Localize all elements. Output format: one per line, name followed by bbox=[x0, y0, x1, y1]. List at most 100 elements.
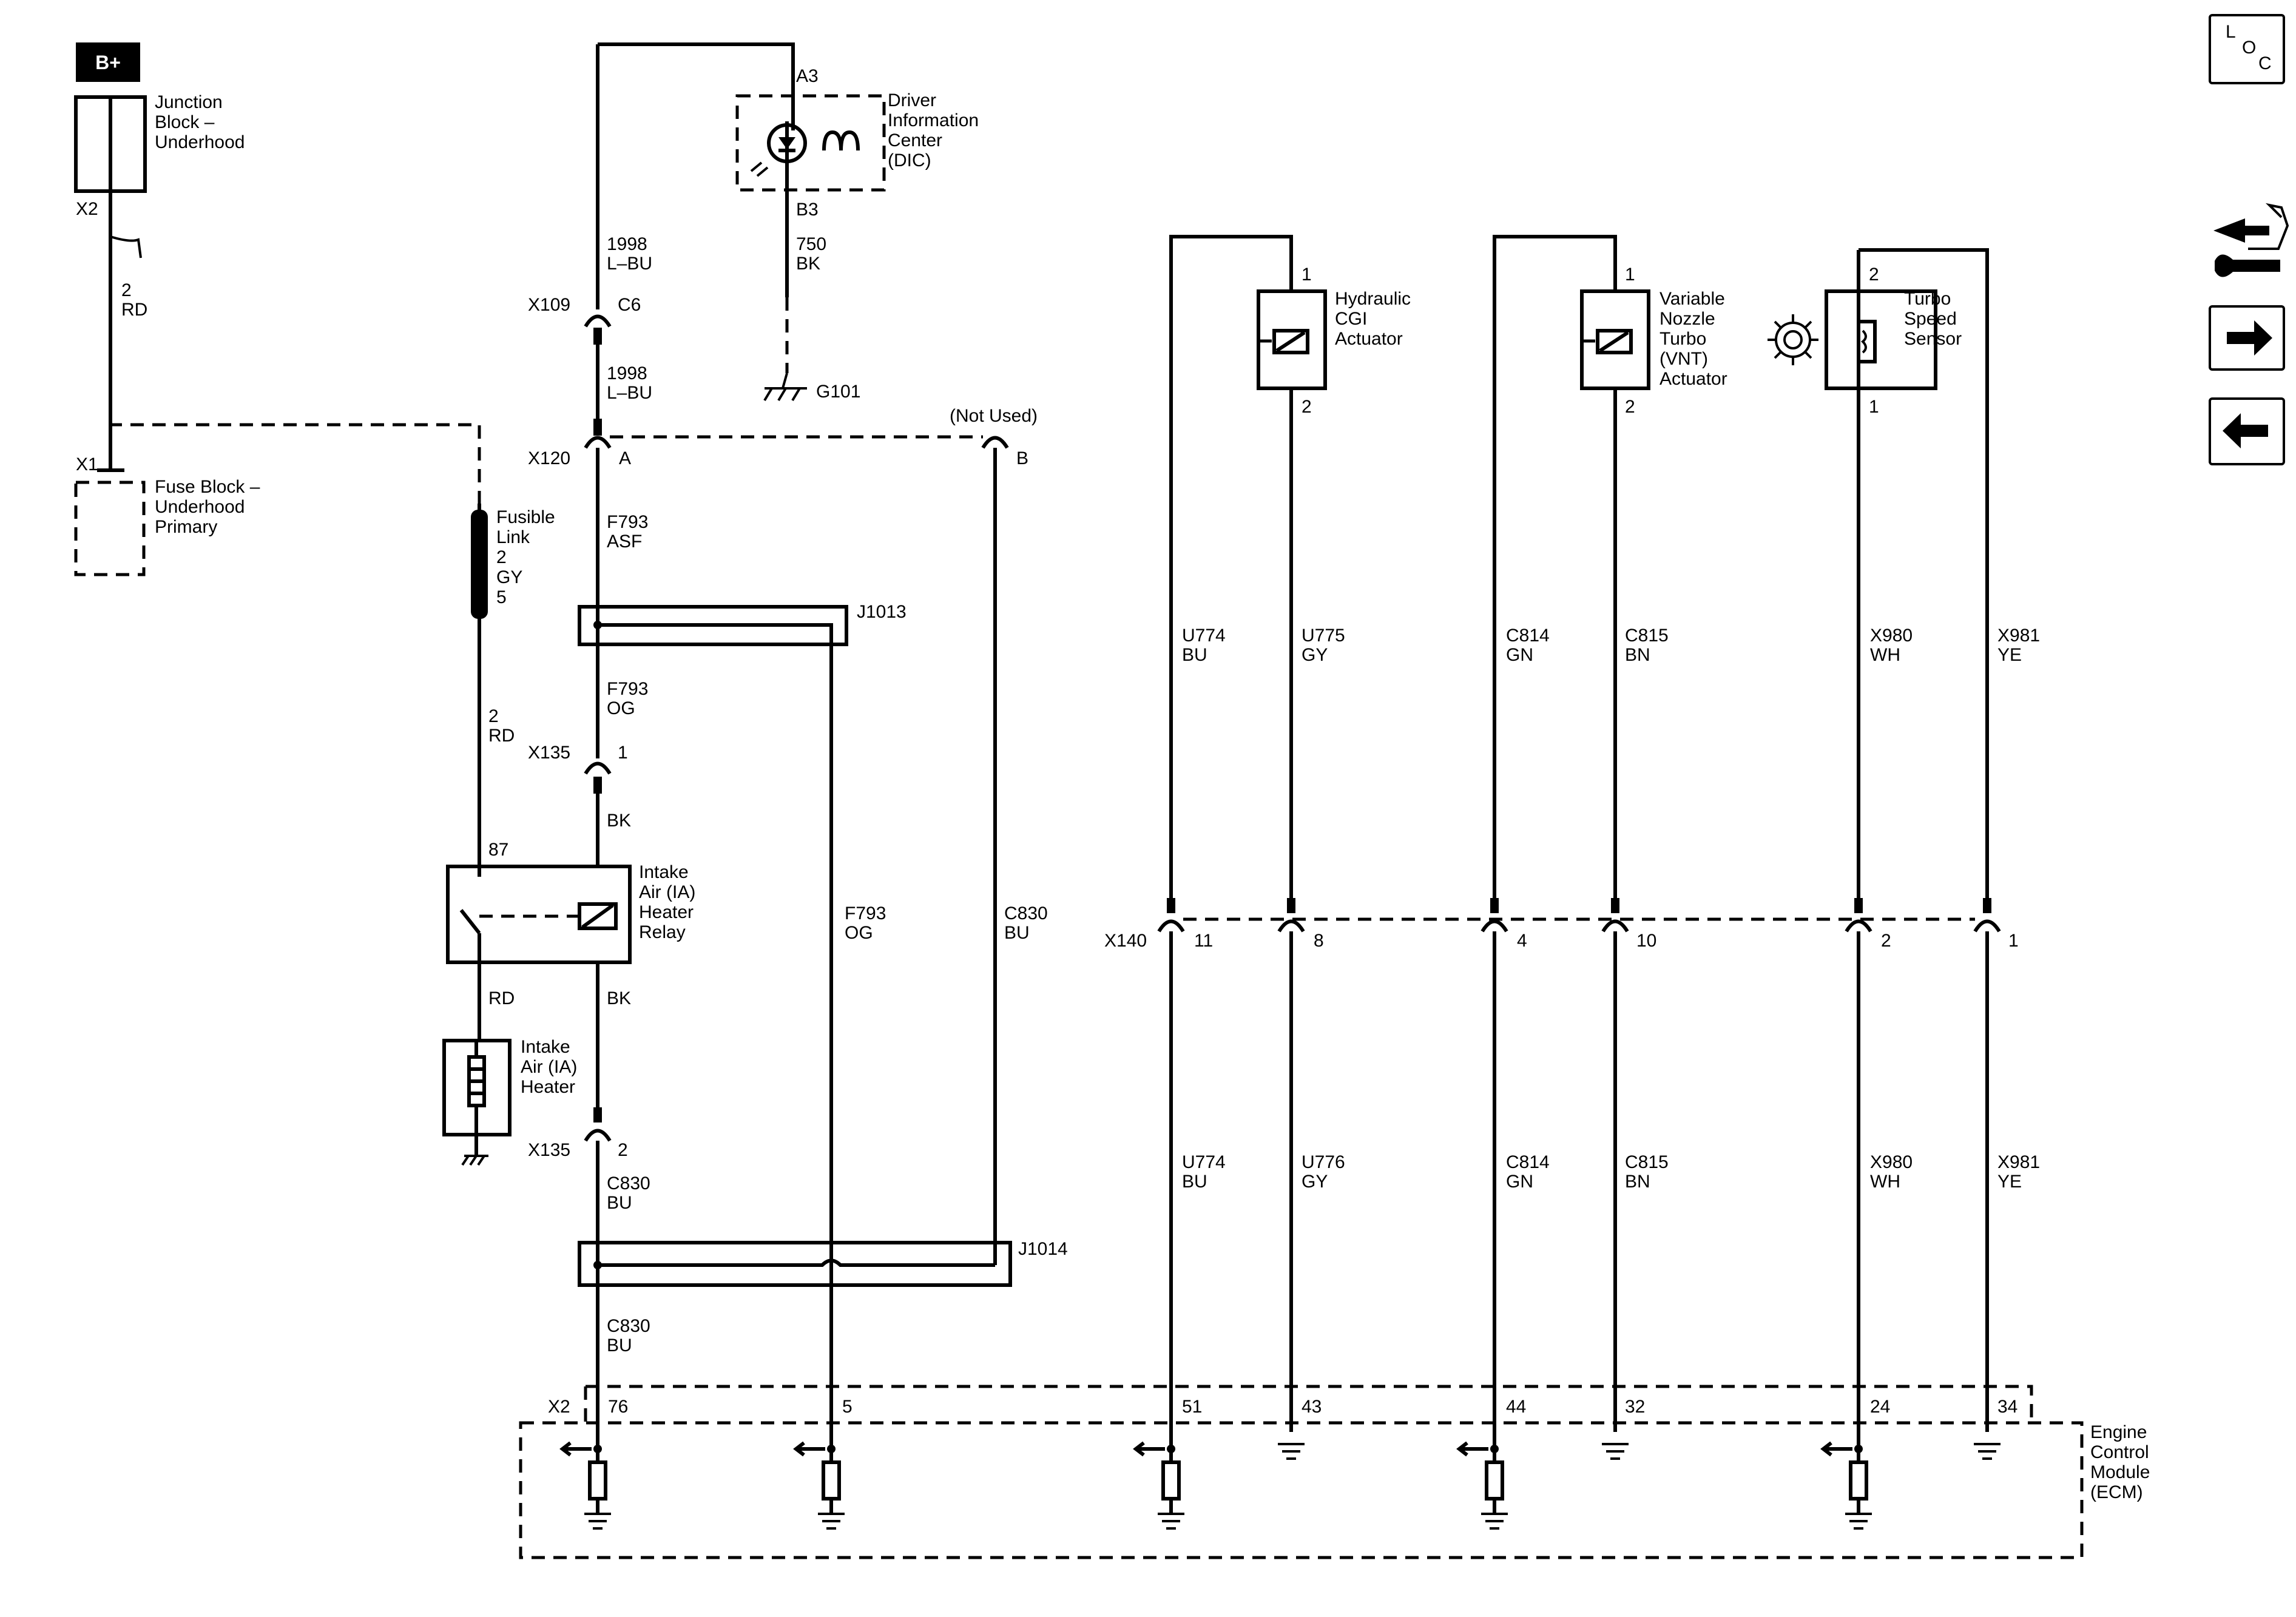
svg-text:F793: F793 bbox=[607, 679, 648, 699]
wire-x981 bbox=[1859, 248, 1989, 913]
svg-text:11: 11 bbox=[1194, 931, 1213, 951]
x120-connector bbox=[584, 436, 612, 449]
x135-1-connector bbox=[584, 761, 612, 775]
ecm-name: Engine Control Module (ECM) bbox=[2090, 1422, 2150, 1502]
svg-text:Block –: Block – bbox=[155, 112, 215, 132]
svg-text:X981: X981 bbox=[1997, 626, 2040, 646]
x140-pins: 11 8 4 10 2 1 bbox=[1194, 931, 2019, 951]
svg-text:1: 1 bbox=[618, 743, 628, 763]
svg-text:Hydraulic: Hydraulic bbox=[1335, 289, 1411, 309]
svg-text:Sensor: Sensor bbox=[1904, 329, 1962, 349]
svg-text:C830: C830 bbox=[1004, 903, 1048, 923]
svg-text:1: 1 bbox=[1302, 265, 1312, 285]
svg-text:1: 1 bbox=[1869, 397, 1879, 417]
svg-text:Link: Link bbox=[496, 527, 530, 547]
svg-text:BK: BK bbox=[796, 254, 820, 274]
j1014-splice bbox=[578, 1241, 1012, 1287]
fuse-block-connector: X1 bbox=[76, 454, 98, 474]
x135-2-label: X135 bbox=[528, 1140, 570, 1160]
svg-text:5: 5 bbox=[496, 587, 507, 607]
svg-text:C6: C6 bbox=[618, 295, 641, 315]
svg-text:1: 1 bbox=[1625, 265, 1635, 285]
svg-text:44: 44 bbox=[1506, 1397, 1526, 1417]
svg-text:U776: U776 bbox=[1302, 1152, 1345, 1172]
svg-text:BN: BN bbox=[1625, 645, 1650, 665]
svg-text:Heater: Heater bbox=[639, 902, 694, 922]
svg-text:43: 43 bbox=[1302, 1397, 1322, 1417]
hydraulic-actuator-name: Hydraulic CGI Actuator bbox=[1335, 289, 1411, 349]
gear-icon bbox=[1768, 314, 1818, 365]
svg-text:WH: WH bbox=[1870, 1172, 1900, 1192]
x140-connectors bbox=[1157, 898, 2001, 933]
svg-text:BK: BK bbox=[607, 811, 631, 831]
x135-2-connector bbox=[584, 1129, 612, 1142]
svg-text:GN: GN bbox=[1506, 1172, 1533, 1192]
svg-text:YE: YE bbox=[1997, 645, 2022, 665]
x109-connector bbox=[584, 314, 612, 328]
svg-text:GY: GY bbox=[1302, 645, 1328, 665]
svg-text:Underhood: Underhood bbox=[155, 497, 245, 517]
svg-text:BU: BU bbox=[607, 1335, 632, 1355]
arrow-left-icon bbox=[2223, 413, 2268, 448]
svg-text:O: O bbox=[2242, 38, 2256, 58]
svg-text:Relay: Relay bbox=[639, 922, 686, 942]
svg-text:Information: Information bbox=[888, 110, 979, 130]
svg-text:Heater: Heater bbox=[521, 1077, 575, 1097]
ecm-ground-symbols bbox=[1278, 1443, 2001, 1460]
loc-button[interactable]: L O C bbox=[2209, 14, 2285, 84]
x120-label: X120 bbox=[528, 448, 570, 468]
svg-text:C: C bbox=[2258, 53, 2272, 73]
svg-text:F793: F793 bbox=[607, 512, 648, 532]
svg-text:Air (IA): Air (IA) bbox=[639, 882, 695, 902]
j1013-label: J1013 bbox=[857, 602, 907, 622]
svg-text:C815: C815 bbox=[1625, 1152, 1669, 1172]
svg-text:5: 5 bbox=[842, 1397, 853, 1417]
previous-page-button[interactable] bbox=[2209, 397, 2285, 465]
fuse-block bbox=[74, 481, 146, 576]
svg-text:1998: 1998 bbox=[607, 363, 647, 383]
ground-g101-label: G101 bbox=[816, 382, 860, 402]
dic-lamp-icon bbox=[822, 130, 860, 151]
svg-text:1998: 1998 bbox=[607, 234, 647, 254]
svg-text:Actuator: Actuator bbox=[1660, 369, 1727, 389]
battery-box bbox=[76, 42, 140, 82]
svg-text:Center: Center bbox=[888, 130, 942, 150]
arrow-right-icon bbox=[2227, 320, 2272, 356]
svg-text:OG: OG bbox=[607, 698, 635, 718]
svg-text:GY: GY bbox=[496, 567, 522, 587]
svg-text:BN: BN bbox=[1625, 1172, 1650, 1192]
svg-text:2: 2 bbox=[121, 280, 132, 300]
svg-text:51: 51 bbox=[1182, 1397, 1202, 1417]
fuse-block-name: Fuse Block – Underhood Primary bbox=[155, 477, 260, 537]
svg-text:Intake: Intake bbox=[639, 862, 689, 882]
svg-text:Nozzle: Nozzle bbox=[1660, 309, 1715, 329]
svg-text:Turbo: Turbo bbox=[1660, 329, 1706, 349]
svg-text:B: B bbox=[1016, 448, 1028, 468]
ia-heater-relay bbox=[446, 865, 632, 964]
heater-name: Intake Air (IA) Heater bbox=[521, 1037, 577, 1097]
svg-text:C814: C814 bbox=[1506, 1152, 1550, 1172]
svg-text:Fuse Block –: Fuse Block – bbox=[155, 477, 260, 497]
x120-pin-b-connector bbox=[981, 436, 1009, 449]
x135-1-label: X135 bbox=[528, 743, 570, 763]
svg-text:RD: RD bbox=[488, 726, 515, 746]
svg-text:X980: X980 bbox=[1870, 1152, 1913, 1172]
heater-ground-icon bbox=[461, 1155, 488, 1166]
svg-text:76: 76 bbox=[608, 1397, 628, 1417]
svg-text:Module: Module bbox=[2090, 1462, 2150, 1482]
svg-text:L: L bbox=[2226, 22, 2236, 42]
svg-text:2: 2 bbox=[1302, 397, 1312, 417]
svg-text:U774: U774 bbox=[1182, 1152, 1226, 1172]
svg-text:2: 2 bbox=[496, 547, 507, 567]
wire-c814 bbox=[1493, 235, 1617, 913]
svg-text:34: 34 bbox=[1997, 1397, 2017, 1417]
svg-text:C814: C814 bbox=[1506, 626, 1550, 646]
next-page-button[interactable] bbox=[2209, 305, 2285, 371]
svg-text:Junction: Junction bbox=[155, 92, 223, 112]
svg-text:Primary: Primary bbox=[155, 517, 217, 537]
repair-procedure-icon[interactable] bbox=[2213, 203, 2289, 277]
svg-text:4: 4 bbox=[1517, 931, 1527, 951]
svg-text:10: 10 bbox=[1636, 931, 1656, 951]
